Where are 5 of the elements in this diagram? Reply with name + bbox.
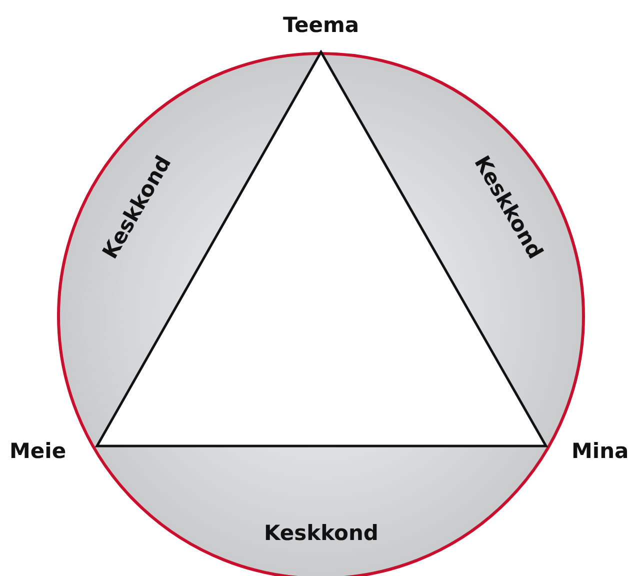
triangle bbox=[95, 50, 548, 448]
environment-label: Keskkond bbox=[264, 522, 378, 544]
corner-label: Teema bbox=[283, 14, 360, 36]
corner-label: Meie bbox=[10, 440, 66, 462]
corner-label: Mina bbox=[572, 440, 629, 462]
